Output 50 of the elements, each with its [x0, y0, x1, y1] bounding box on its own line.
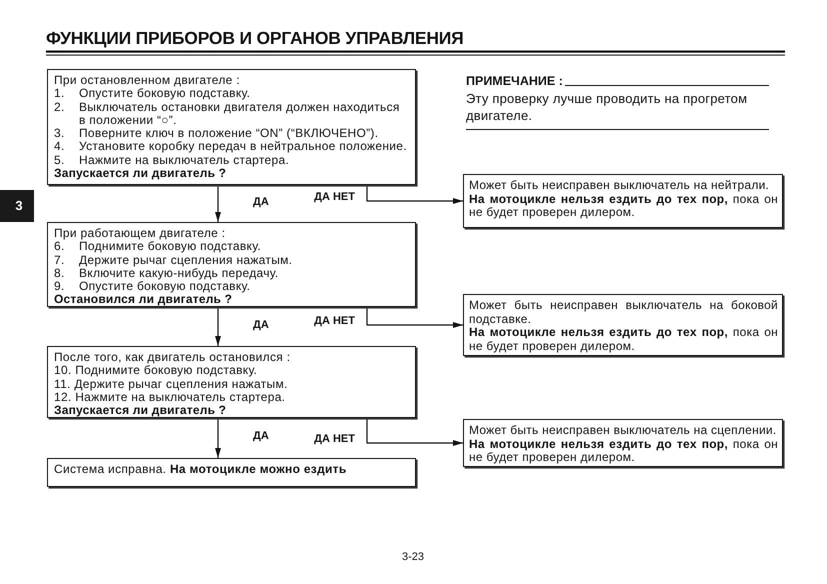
fault-text: Может быть неисправен выключатель на нейтрали. — [469, 179, 770, 192]
step-text: 3. Поверните ключ в положение “ON” (“ВКЛЮЧЕНО”). — [54, 127, 380, 140]
arrow — [366, 185, 463, 204]
arrow — [215, 307, 221, 346]
fault-text: Может быть неисправен выключатель на боковой подставке. — [469, 299, 778, 326]
edge-label: ДА НЕТ — [313, 433, 356, 446]
condition-heading: При работающем двигателе : — [54, 227, 226, 240]
page-title: ФУНКЦИИ ПРИБОРОВ И ОРГАНОВ УПРАВЛЕНИЯ — [46, 28, 464, 49]
arrow — [366, 307, 463, 328]
edge-label: ДА — [252, 430, 270, 443]
question-text: Остановился ли двигатель ? — [54, 293, 232, 307]
step-text: 10. Поднимите боковую подставку. — [54, 364, 258, 378]
arrow — [215, 418, 221, 458]
warning-text: На мотоцикле нельзя ездить до тех пор, пока он не будет проверен дилером. — [469, 438, 778, 464]
step-text: 12. Нажмите на выключатель стартера. — [54, 390, 286, 404]
question-text: Запускается ли двигатель ? — [54, 404, 228, 418]
step-text: 9. Опустите боковую подставку. — [54, 280, 250, 294]
condition-heading: После того, как двигатель остановился : — [54, 351, 292, 364]
process-box — [47, 222, 416, 307]
step-text: 1. Опустите боковую подставку. — [54, 87, 252, 101]
fault-box — [463, 419, 783, 467]
fault-box — [463, 294, 783, 356]
step-text: 2. Выключатель остановки двигателя должен находиться в положении “○”. — [54, 100, 401, 128]
arrow — [366, 418, 463, 446]
result-box — [47, 458, 416, 487]
warning-text: На мотоцикле нельзя ездить до тех пор, пока он не будет проверен дилером. — [469, 192, 778, 220]
warning-text: На мотоцикле нельзя ездить до тех пор, пока он не будет проверен дилером. — [469, 326, 778, 353]
question-text: Запускается ли двигатель ? — [54, 167, 228, 180]
edge-label: ДА — [252, 196, 270, 208]
chapter-number: 3 — [15, 199, 23, 213]
process-box — [47, 69, 416, 185]
result-text: Система исправна. На мотоцикле можно ездить — [54, 463, 348, 476]
step-text: 8. Включите какую-нибудь передачу. — [54, 266, 280, 280]
step-text: 11. Держите рычаг сцепления нажатым. — [54, 378, 289, 391]
step-text: 4. Установите коробку передач в нейтральное положение. — [54, 140, 407, 154]
edge-label: ДА — [252, 318, 270, 332]
fault-box — [463, 174, 783, 228]
fault-text: Может быть неисправен выключатель на сцеплении. — [469, 424, 778, 438]
condition-heading: При остановленном двигателе : — [54, 74, 241, 88]
note-heading: ПРИМЕЧАНИЕ : — [466, 74, 563, 89]
chapter-tab — [0, 190, 34, 222]
note-text: Эту проверку лучше проводить на прогретом двигателе. — [466, 90, 748, 124]
process-box — [47, 346, 416, 418]
page-number: 3-23 — [400, 551, 426, 563]
arrow — [215, 185, 221, 222]
step-text: 5. Нажмите на выключатель стартера. — [54, 154, 290, 168]
edge-label: ДА НЕТ — [313, 315, 356, 328]
step-text: 6. Поднимите боковую подставку. — [54, 240, 262, 254]
edge-label: ДА НЕТ — [313, 191, 356, 204]
step-text: 7. Держите рычаг сцепления нажатым. — [54, 254, 294, 267]
